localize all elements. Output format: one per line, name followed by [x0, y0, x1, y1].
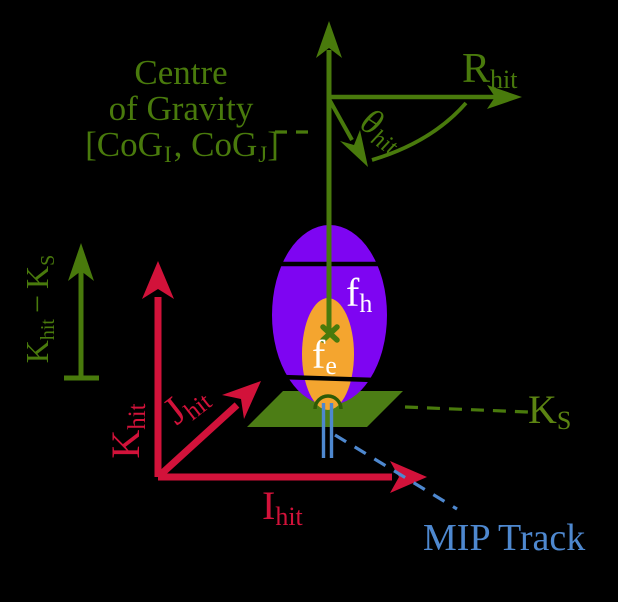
mip-track-label: MIP Track: [423, 517, 585, 559]
i-hit-main: I: [262, 483, 275, 528]
theta-hit-arrow: [327, 98, 368, 167]
f-e-main: f: [312, 332, 326, 377]
k-diff-k1: K: [19, 340, 55, 363]
em-fraction-label: fe: [312, 332, 337, 380]
k-axis-label: Khit: [103, 403, 151, 458]
diagonal-arrowhead-icon: [340, 130, 368, 167]
right-arrowhead-icon: [487, 85, 522, 109]
em-core-ellipse: [302, 298, 354, 410]
r-hit-main: R: [462, 46, 490, 92]
i-axis-label: Ihit: [262, 483, 304, 531]
k-hit-sub: hit: [124, 403, 151, 429]
cog-sub-i: I: [164, 142, 172, 167]
cog-sub-j: J: [258, 142, 267, 167]
k-diff-k2: K: [19, 266, 55, 289]
cog-x-marker: [320, 324, 340, 343]
j-axis-arrow: [155, 381, 261, 480]
cog-open: [CoG: [85, 125, 163, 164]
cog-mid: , CoG: [174, 125, 258, 164]
k-s-main: K: [528, 387, 557, 432]
k-hit-main: K: [103, 430, 148, 459]
hadronic-fraction-label: fh: [346, 270, 372, 318]
up-arrowhead-icon: [316, 21, 342, 58]
f-h-main: f: [346, 270, 360, 315]
r-hit-sub: hit: [490, 65, 518, 94]
f-h-sub: h: [359, 289, 372, 318]
k-s-sub: S: [557, 406, 571, 435]
i-axis-arrow: [158, 461, 427, 493]
layer-boundary-line-bottom: [280, 374, 376, 383]
k-diff-minus: −: [19, 295, 55, 313]
r-hit-label: Rhit: [462, 46, 518, 94]
mip-segment-lines: [321, 403, 334, 458]
r-hit-arrow: [329, 85, 522, 109]
cog-close: ]: [267, 125, 279, 164]
ks-layer-label: KS: [528, 387, 571, 435]
track-hole-arc: [313, 394, 343, 410]
up-arrowhead-icon: [68, 243, 94, 281]
diagonal-arrowhead-icon: [222, 381, 261, 419]
k-diff-label: Khit−KS: [19, 255, 59, 364]
i-hit-sub: hit: [275, 502, 303, 531]
k-diff-k2-sub: S: [37, 255, 59, 266]
up-arrowhead-icon: [142, 261, 174, 299]
cog-label-coordinates: [CoGI, CoGJ]: [85, 125, 279, 167]
mip-track-dashed-line: [334, 433, 458, 511]
right-arrowhead-icon: [390, 461, 427, 493]
k-diff-k1-sub: hit: [37, 319, 59, 341]
k-axis-arrow: [142, 261, 174, 477]
theta-angle-arc: [371, 101, 468, 162]
f-e-sub: e: [325, 351, 337, 380]
cog-label-line1: Centre: [134, 53, 227, 92]
cog-label-line2: of Gravity: [109, 89, 254, 128]
k-diff-arrow: [64, 243, 99, 381]
